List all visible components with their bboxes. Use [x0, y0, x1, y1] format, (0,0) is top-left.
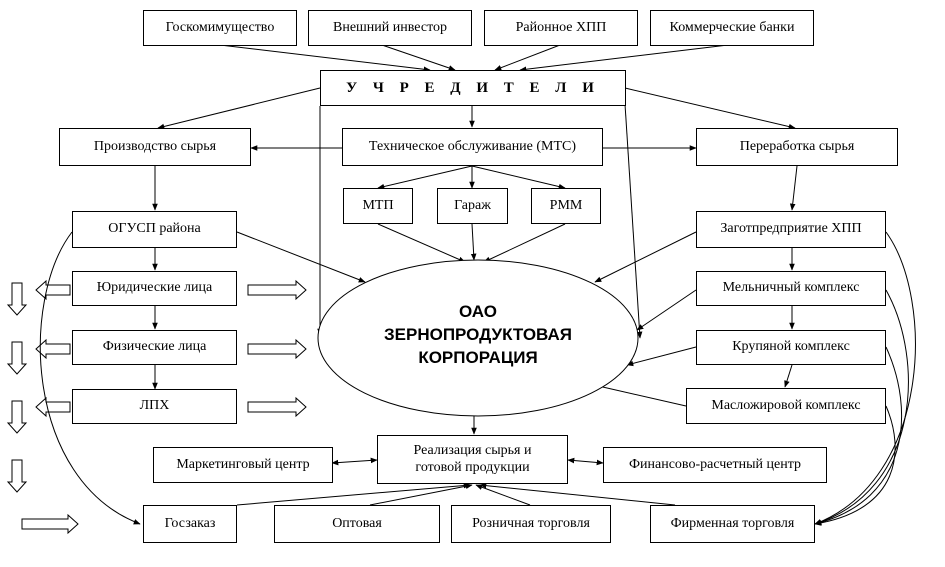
arrow-marketing-sales — [331, 457, 378, 466]
raw-production-box: Производство сырья — [59, 128, 251, 166]
curve-mill-brand — [814, 289, 909, 525]
hollow-arrow-left-physical — [35, 338, 71, 360]
curve-zagot-brand — [814, 231, 916, 525]
arrow-tech-mtp — [377, 165, 473, 190]
arrow-founders-raw-processing — [624, 87, 796, 130]
source-commercial-banks: Коммерческие банки — [650, 10, 814, 46]
source-district-hpp: Районное ХПП — [484, 10, 638, 46]
arrow-banks-founders — [519, 44, 729, 73]
arrow-garage-corporation — [470, 223, 477, 261]
hollow-arrow-down-2 — [6, 341, 28, 375]
arrow-ogusp-corporation — [236, 231, 366, 283]
hollow-arrow-physical — [247, 338, 307, 360]
finance-center-box: Финансово-расчетный центр — [603, 447, 827, 483]
arrow-investor-founders — [381, 44, 456, 71]
arrow-goskom-founders — [219, 44, 431, 73]
hollow-arrow-legal — [247, 279, 307, 301]
corporation-ellipse — [317, 259, 639, 417]
goszakaz-box: Госзаказ — [143, 505, 237, 543]
lph-box: ЛПХ — [72, 389, 237, 424]
raw-processing-box: Переработка сырья — [696, 128, 898, 166]
arrow-groats-corporation — [626, 346, 697, 367]
marketing-center-box: Маркетинговый центр — [153, 447, 333, 483]
arrow-groats-oil — [784, 364, 793, 388]
hollow-arrow-down-3 — [6, 400, 28, 434]
hollow-arrow-lph — [247, 396, 307, 418]
tech-service-box: Техническое обслуживание (МТС) — [342, 128, 603, 166]
hollow-arrow-left-legal — [35, 279, 71, 301]
source-goskomimushchestvo: Госкомимущество — [143, 10, 297, 46]
sales-center-box: Реализация сырья и готовой продукции — [377, 435, 568, 484]
corporation-line-3: КОРПОРАЦИЯ — [418, 348, 538, 367]
arrow-mtp-corporation — [377, 223, 466, 263]
arrow-raw-processing-zagot — [789, 165, 798, 211]
arrow-rmm-corporation — [483, 223, 566, 263]
groats-complex-box: Крупяной комплекс — [696, 330, 886, 365]
legal-entities-box: Юридические лица — [72, 271, 237, 306]
hollow-arrow-left-lph — [35, 396, 71, 418]
founders-box: У Ч Р Е Д И Т Е Л И — [320, 70, 626, 106]
zagot-hpp-box: Заготпредприятие ХПП — [696, 211, 886, 248]
oil-complex-box: Масложировой комплекс — [686, 388, 886, 424]
arrow-retail-sales — [475, 484, 531, 506]
brand-trade-box: Фирменная торговля — [650, 505, 815, 543]
hollow-arrow-down-1 — [6, 282, 28, 316]
corporation-label: ОАО ЗЕРНОПРОДУКТОВАЯ КОРПОРАЦИЯ — [378, 300, 578, 369]
mill-complex-box: Мельничный комплекс — [696, 271, 886, 306]
sales-center-line-2: готовой продукции — [415, 459, 530, 475]
sales-center-line-1: Реализация сырья и — [413, 442, 532, 458]
arrow-oil-corporation — [593, 383, 687, 407]
arrow-mill-corporation — [636, 289, 697, 331]
mtp-box: МТП — [343, 188, 413, 224]
arrow-founders-raw-production — [157, 87, 321, 130]
retail-box: Розничная торговля — [451, 505, 611, 543]
source-external-investor: Внешний инвестор — [308, 10, 472, 46]
hollow-arrow-down-4 — [6, 459, 28, 493]
arrow-goszakaz-sales — [236, 482, 471, 506]
wholesale-box: Оптовая — [274, 505, 440, 543]
corporation-line-2: ЗЕРНОПРОДУКТОВАЯ — [384, 325, 572, 344]
corporation-line-1: ОАО — [458, 302, 498, 321]
ogusp-box: ОГУСП района — [72, 211, 237, 248]
arrow-sales-finance — [567, 457, 604, 466]
curve-groats-brand — [814, 346, 903, 526]
arrow-hpp-founders — [494, 44, 561, 71]
curve-ogusp-goszakaz — [39, 231, 141, 525]
physical-persons-box: Физические лица — [72, 330, 237, 365]
arrow-wholesale-sales — [369, 483, 473, 506]
hollow-arrow-bottom — [21, 513, 79, 535]
arrow-tech-rmm — [471, 165, 566, 190]
curve-oil-brand — [814, 405, 896, 526]
arrow-founders-corporation-right — [624, 103, 643, 339]
arrow-zagot-corporation — [594, 231, 697, 283]
rmm-box: РММ — [531, 188, 601, 224]
arrow-brand-sales — [479, 482, 676, 506]
garage-box: Гараж — [437, 188, 508, 224]
